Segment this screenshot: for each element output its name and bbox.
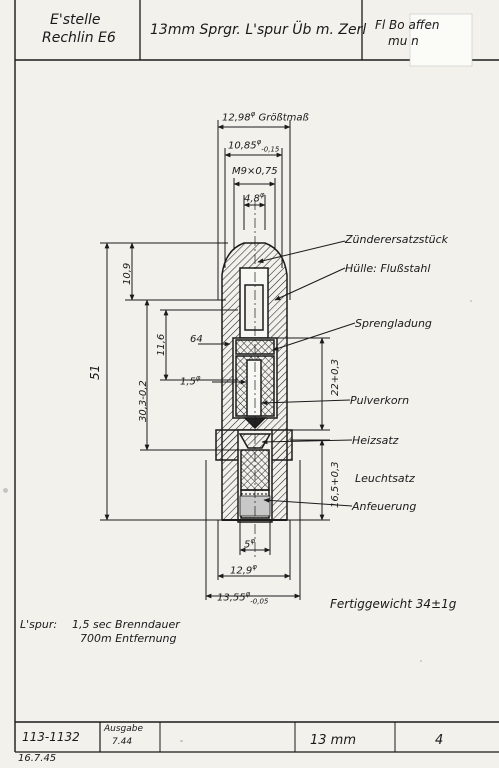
- caliber-size: 13 mm: [310, 733, 357, 748]
- scan-speck: [470, 300, 472, 302]
- dim-109: 10,9: [122, 262, 133, 285]
- dept-line2: mu n: [388, 34, 419, 48]
- dim-1355: 13,55φ-0,05: [217, 590, 269, 606]
- dim-5: 5φ: [244, 537, 255, 551]
- top-dimension-lines: [217, 120, 291, 300]
- dim-thread: M9×0,75: [232, 166, 278, 177]
- tracer-line1: 1,5 sec Brenndauer: [72, 618, 180, 631]
- dim-51: 51: [88, 364, 102, 380]
- handwritten-scrawl: 16.7.45: [18, 753, 57, 764]
- callout-pulverkorn: Pulverkorn: [350, 394, 410, 407]
- finished-weight-note: Fertiggewicht 34±1g: [330, 597, 457, 611]
- left-dimension-lines: [100, 242, 247, 521]
- callout-huelle: Hülle: Flußstahl: [345, 262, 431, 275]
- scan-speck: [420, 660, 422, 662]
- dim-22: 22+0,3: [330, 358, 341, 396]
- dim-bore: 4,8φ: [244, 191, 265, 205]
- bottom-dimension-lines: [205, 460, 301, 600]
- drawing-number: 113-1132: [22, 730, 80, 744]
- dim-303: 30,3-0,2: [138, 380, 149, 422]
- sheet-number: 4: [435, 733, 444, 748]
- callout-heizsatz: Heizsatz: [352, 434, 399, 447]
- dept-line1: Fl Bo affen: [375, 18, 440, 32]
- tracer-line2: 700m Entfernung: [80, 632, 177, 645]
- projectile-section: [215, 242, 293, 523]
- ausgabe-value: 7.44: [112, 737, 133, 747]
- ausgabe-label: Ausgabe: [104, 724, 144, 734]
- tracer-label: L'spur:: [20, 618, 58, 631]
- dim-max-diameter: 12,98φ Größtmaß: [222, 110, 309, 124]
- dim-1085: 10,85φ-0,15: [228, 138, 280, 154]
- callout-leaders: [257, 240, 356, 507]
- origin-line2: Rechlin E6: [42, 30, 116, 46]
- dim-angle-64: 64: [190, 334, 203, 345]
- scan-speck: [180, 740, 183, 742]
- dim-165: 16,5+0,3: [330, 461, 341, 508]
- scan-speck: [3, 488, 8, 493]
- dim-15: 1,5φ: [180, 374, 201, 388]
- dim-129: 12,9φ: [230, 563, 257, 577]
- paper-patch: [409, 13, 473, 67]
- callout-sprengladung: Sprengladung: [355, 317, 432, 330]
- callout-zuenderersatzstueck: Zünderersatzstück: [345, 233, 449, 246]
- callout-anfeuerung: Anfeuerung: [352, 500, 417, 513]
- dim-116: 11,6: [156, 333, 167, 356]
- right-dimension-lines: [277, 337, 330, 521]
- callout-leuchtsatz: Leuchtsatz: [355, 472, 415, 485]
- origin-line1: E'stelle: [50, 12, 101, 28]
- drawing-designation: 13mm Sprgr. L'spur Üb m. Zerl: [150, 22, 367, 38]
